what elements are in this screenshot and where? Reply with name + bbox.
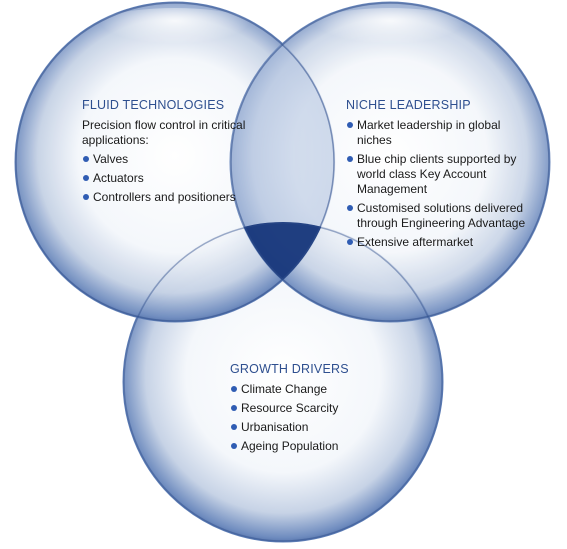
list-item: Valves [82,152,252,167]
growth-drivers-title: GROWTH DRIVERS [230,362,349,376]
niche-leadership-list: Market leadership in global niches Blue … [346,118,526,250]
bullet-icon [347,122,353,128]
list-item: Resource Scarcity [230,401,400,416]
bullet-icon [83,175,89,181]
list-item: Urbanisation [230,420,400,435]
list-item: Ageing Population [230,439,400,454]
list-item: Blue chip clients supported by world cla… [346,152,526,197]
list-item: Climate Change [230,382,400,397]
bullet-icon [347,156,353,162]
fluid-technologies-panel: FLUID TECHNOLOGIES Precision flow contro… [82,98,252,209]
bullet-icon [83,156,89,162]
niche-leadership-title: NICHE LEADERSHIP [346,98,471,112]
list-item: Market leadership in global niches [346,118,526,148]
niche-leadership-panel: NICHE LEADERSHIP Market leadership in gl… [346,98,526,254]
bullet-icon [231,386,237,392]
bullet-icon [83,194,89,200]
list-item: Extensive aftermarket [346,235,526,250]
list-item: Customised solutions delivered through E… [346,201,526,231]
bullet-icon [231,424,237,430]
fluid-technologies-intro: Precision flow control in critical appli… [82,118,246,147]
bullet-icon [347,205,353,211]
growth-drivers-list: Climate Change Resource Scarcity Urbanis… [230,382,400,454]
bullet-icon [231,405,237,411]
list-item: Controllers and positioners [82,190,252,205]
growth-drivers-panel: GROWTH DRIVERS Climate Change Resource S… [230,362,400,458]
fluid-technologies-list: Valves Actuators Controllers and positio… [82,152,252,205]
fluid-technologies-title: FLUID TECHNOLOGIES [82,98,225,112]
bullet-icon [231,443,237,449]
list-item: Actuators [82,171,252,186]
bullet-icon [347,239,353,245]
